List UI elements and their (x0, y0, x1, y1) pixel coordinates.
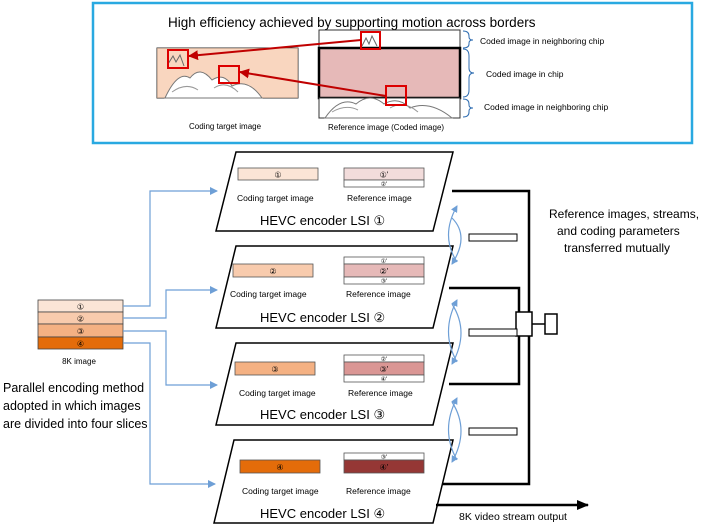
input-slice-3-label: ③ (77, 327, 84, 336)
encoder-4-target-slice-label: ④ (276, 463, 283, 472)
encoder-lsi-4: ④ ③' ④' Coding target image Reference im… (213, 439, 454, 524)
input-slice-4-label: ④ (77, 340, 84, 349)
motion-block-lower (218, 65, 240, 84)
buffer-3 (468, 427, 518, 436)
encoder-1-ref-slice-neighbor (343, 179, 425, 188)
encoder-2-ref-slice-lower-label: ③' (381, 278, 388, 285)
encoder-1-name: HEVC encoder LSI ① (260, 213, 385, 228)
encoder-3-ref-slice-upper-label: ②' (381, 356, 388, 363)
buffer-1 (468, 233, 518, 242)
bus-line-1 (452, 189, 531, 312)
top-panel: High efficiency achieved by supporting m… (91, 1, 694, 145)
exchange-arrows (447, 205, 462, 463)
transfer-bus (442, 189, 558, 486)
encoder-1-target-slice (237, 167, 319, 181)
coding-target-picture (156, 47, 299, 99)
input-slice-1-label: ① (77, 303, 84, 312)
encoder-4-name: HEVC encoder LSI ④ (260, 506, 385, 521)
encoder-lsi-2: ② ①' ②' ③' Coding target image Reference… (215, 245, 454, 329)
encoder-4-ref-slice-upper-label: ③' (381, 454, 388, 461)
encoder-2-name: HEVC encoder LSI ② (260, 310, 385, 325)
input-caption: 8K image (62, 357, 96, 366)
top-panel-title: High efficiency achieved by supporting m… (168, 15, 536, 30)
encoder-2-ref-slice-main-label: ②' (380, 267, 389, 276)
encoder-2-ref-slice-upper-label: ①' (381, 258, 388, 265)
encoder-3-ref-slice-lower-label: ④' (381, 376, 388, 383)
distribution-arrows (123, 187, 218, 488)
brace-lower (462, 98, 474, 118)
transfer-note-line-2: and coding parameters (557, 224, 680, 238)
encoder-3-name: HEVC encoder LSI ③ (260, 407, 385, 422)
reference-caption: Reference image (Coded image) (328, 123, 444, 132)
encoder-4-target-slice (239, 459, 321, 474)
encoder-1-ref-slice-neighbor-label: ②' (381, 181, 388, 188)
encoder-1-target-slice-label: ① (274, 171, 281, 180)
encoder-lsi-1: ① ①' ②' Coding target image Reference im… (215, 151, 454, 232)
brace-upper (462, 30, 474, 49)
encoder-1-reference-label: Reference image (347, 193, 412, 203)
encoder-2-target-slice-label: ② (269, 267, 276, 276)
transfer-note-line-3: transferred mutually (564, 241, 670, 255)
encoder-4-reference-label: Reference image (346, 486, 411, 496)
encoder-4-target-label: Coding target image (242, 486, 319, 496)
encoder-2-target-slice (232, 263, 314, 278)
description-line-1: Parallel encoding method (3, 381, 144, 395)
bus-line-2 (449, 286, 521, 312)
description-line-2: adopted in which images (3, 399, 141, 413)
motion-arrow-lower (239, 68, 387, 97)
encoder-3-ref-slice-main-label: ③' (380, 365, 389, 374)
output-label: 8K video stream output (459, 511, 567, 523)
bus-line-3 (449, 336, 521, 386)
encoder-3-reference-label: Reference image (348, 388, 413, 398)
label-lower-neighbor: Coded image in neighboring chip (484, 102, 609, 112)
bus-hub (515, 311, 533, 337)
arrow-to-lsi-3 (123, 330, 218, 389)
label-upper-neighbor: Coded image in neighboring chip (480, 36, 605, 46)
description-line-3: are divided into four slices (3, 417, 148, 431)
arrow-to-lsi-2 (123, 286, 218, 319)
arrow-to-lsi-4 (123, 342, 216, 488)
motion-block-upper (167, 49, 189, 69)
brace-middle (462, 48, 475, 98)
encoder-lsi-3: ③ ②' ③' ④' Coding target image Reference… (215, 342, 454, 426)
encoder-2-target-label: Coding target image (230, 289, 307, 299)
buffer-2 (468, 328, 518, 337)
encoder-4-ref-slice-main (343, 459, 425, 474)
arrow-to-lsi-1 (123, 187, 218, 307)
encoder-3-target-slice (234, 361, 316, 376)
encoder-1-target-label: Coding target image (237, 193, 314, 203)
encoder-2-ref-slice-lower (343, 276, 425, 285)
encoder-3-target-slice-label: ③ (271, 365, 278, 374)
encoder-1-ref-slice-main-label: ①' (380, 171, 389, 180)
bus-connector (544, 313, 558, 335)
encoder-3-ref-slice-lower (343, 374, 425, 383)
bus-line-4 (442, 336, 531, 486)
encoder-3-target-label: Coding target image (239, 388, 316, 398)
reference-picture (317, 29, 462, 119)
encoder-2-reference-label: Reference image (346, 289, 411, 299)
input-8k-image: ① ② ③ ④ 8K image (37, 299, 124, 366)
label-in-chip: Coded image in chip (486, 69, 564, 79)
motion-arrow-upper (188, 39, 362, 61)
encoder-4-ref-slice-main-label: ④' (380, 463, 389, 472)
input-slice-2-label: ② (77, 315, 84, 324)
transfer-note-line-1: Reference images, streams, (549, 207, 699, 221)
coding-target-caption: Coding target image (189, 122, 262, 131)
